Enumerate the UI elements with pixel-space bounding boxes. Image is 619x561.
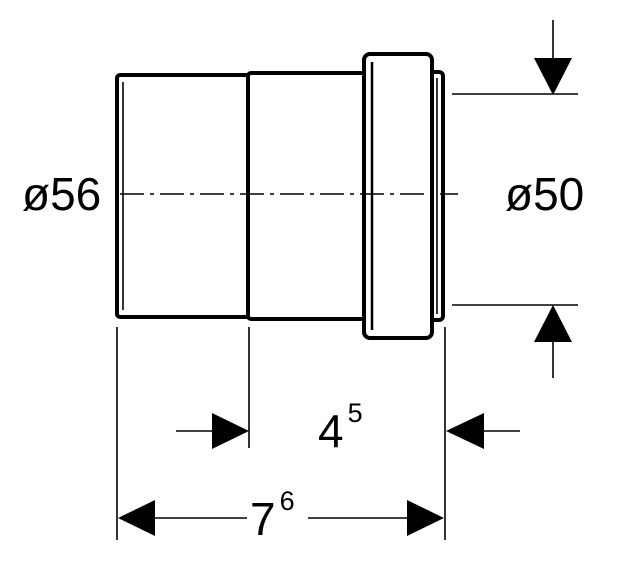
outer-diameter-label: ø56 [22,168,101,220]
arrow-up-icon [534,305,572,342]
pipe-section [246,71,368,321]
inner-diameter-label: ø50 [505,168,584,220]
total-length-superscript: 6 [280,486,295,516]
arrow-down-icon [534,58,572,95]
arrow-right-end-icon [407,500,444,536]
arrow-left-icon [446,413,484,449]
inner-diameter-dimension [452,20,578,378]
total-length-value: 7 [250,493,276,545]
arrow-right-icon [212,413,249,449]
insert-length-value: 4 [318,405,344,457]
arrow-left-end-icon [118,500,155,536]
insert-length-superscript: 5 [348,398,363,428]
socket-section [115,73,252,319]
adapter-body [115,52,445,340]
collar [362,52,434,340]
